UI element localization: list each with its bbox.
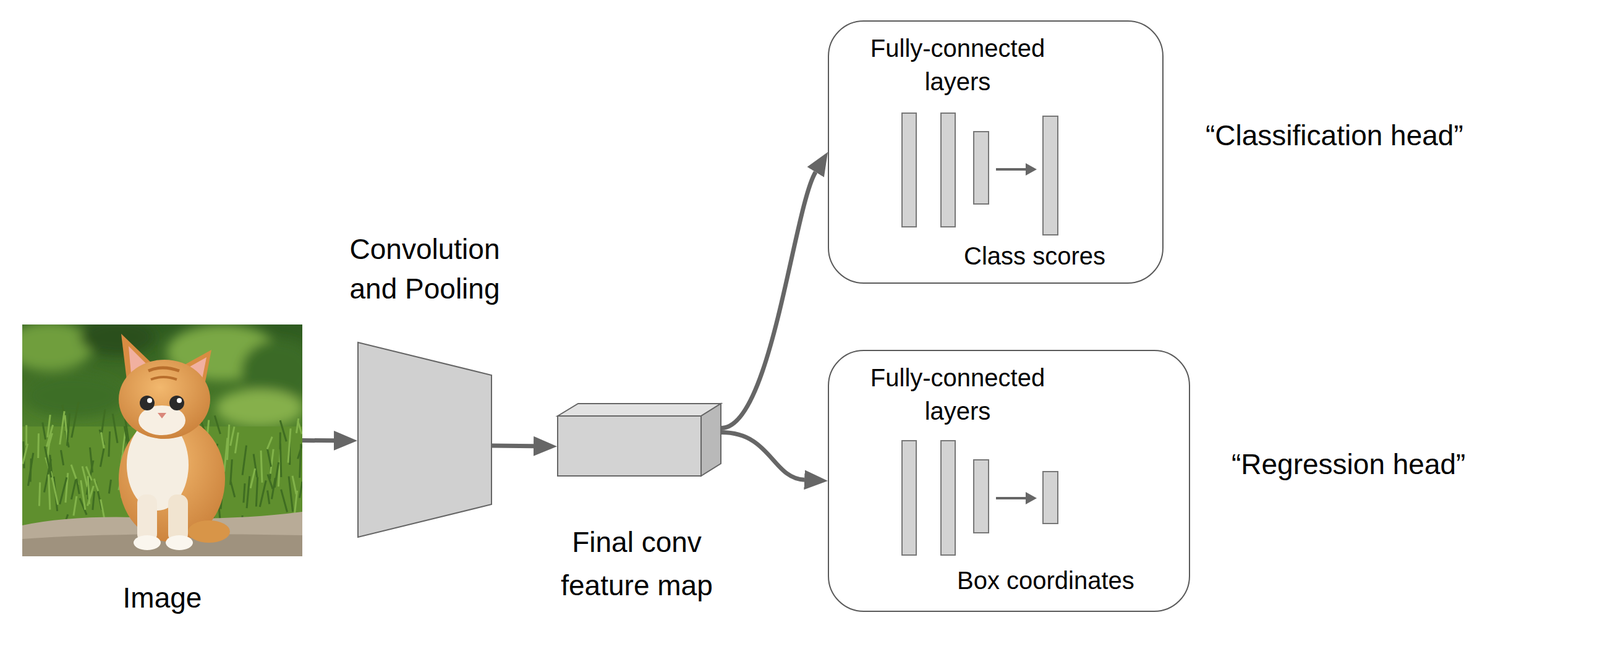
feature-map-block: Final conv feature map (557, 403, 722, 477)
arrow-connector (492, 443, 534, 449)
trapezoid-shape (357, 341, 493, 538)
fc-layer-bar (902, 113, 917, 227)
grass-blade (234, 432, 239, 454)
grass-blade (37, 433, 40, 459)
grass-blade (281, 489, 288, 512)
fc-layer-bar (973, 131, 989, 205)
node-label: Convolution and Pooling (325, 229, 524, 309)
arrow-connector (302, 438, 334, 443)
classification-head-box: Fully-connected layersClass scores (827, 20, 1164, 284)
grass-blade (255, 477, 258, 507)
grass-blade (59, 477, 67, 505)
grass-blade (288, 476, 294, 512)
grass-blade (267, 437, 273, 450)
grass-blade (80, 480, 86, 511)
node-label: Fully-connected layers (846, 31, 1069, 99)
grass-blade (243, 483, 245, 503)
layer-arrow-head (1025, 492, 1037, 505)
grass-blade (297, 445, 303, 459)
grass-blade (46, 425, 53, 447)
node-sublabel: Class scores (963, 239, 1106, 273)
grass-blade (87, 476, 90, 504)
grass-blade (93, 478, 99, 491)
grass-blade (267, 474, 273, 490)
fc-layer-bar (1042, 471, 1058, 524)
kitten-photo (22, 324, 303, 557)
head-label: “Classification head” (1205, 116, 1464, 154)
grass-blade (61, 450, 64, 466)
layer-arrow (995, 168, 1027, 171)
grass-blade (260, 450, 263, 483)
grass-blade (100, 432, 104, 449)
grass-blade (259, 480, 266, 507)
grass-blade (59, 411, 65, 445)
conv-pool-trapezoid: Convolution and Pooling (357, 341, 493, 538)
feature-map-cube (557, 403, 722, 477)
grass-blade (246, 476, 250, 509)
grass-blade (48, 433, 53, 447)
grass-blade (92, 491, 95, 511)
grass-blade (288, 428, 291, 463)
grass-blade (292, 476, 297, 495)
grass-blade (230, 426, 235, 446)
layer-arrow-head (1025, 163, 1037, 176)
grass-blade (299, 481, 303, 498)
grass-blade (28, 453, 34, 486)
node-label: Fully-connected layers (846, 361, 1069, 428)
grass-blade (274, 462, 279, 488)
grass-blade (250, 468, 255, 489)
grass-blade (25, 425, 28, 446)
grass-blade (108, 479, 111, 494)
grass-blade (112, 413, 118, 443)
grass-blade (85, 466, 92, 481)
grass-blade (48, 474, 51, 511)
grass-blade (226, 424, 229, 460)
grass-blade (76, 478, 80, 494)
grass-blade (279, 432, 282, 449)
grass-blade (102, 409, 106, 433)
image-node: Image (22, 324, 303, 557)
node-label: Image (0, 579, 328, 617)
head-label: “Regression head” (1231, 445, 1466, 483)
grass-blade (242, 445, 247, 476)
grass-blade (30, 458, 31, 483)
grass-blade (22, 443, 28, 465)
fc-layer-bar (902, 440, 917, 556)
kitten (118, 333, 230, 551)
layer-arrow (995, 497, 1027, 500)
grass-blade (267, 448, 271, 467)
node-sublabel: Box coordinates (957, 563, 1135, 598)
regression-head-box: Fully-connected layersBox coordinates (827, 349, 1191, 613)
arrow-connector (721, 171, 816, 428)
grass-blade (67, 413, 70, 447)
grass-blade (108, 431, 111, 457)
grass-blade (71, 479, 76, 500)
fc-layer-bar (973, 459, 989, 533)
fc-layer-bar (940, 440, 956, 556)
grass-blade (50, 471, 58, 506)
arrow-connector (721, 432, 805, 481)
grass-blade (73, 496, 77, 517)
node-label: Final conv feature map (537, 520, 736, 608)
grass-blade (296, 418, 298, 434)
fc-layer-bar (940, 113, 956, 227)
grass-blade (71, 401, 79, 438)
grass-blade (38, 482, 40, 506)
fc-layer-bar (1042, 116, 1058, 235)
grass-blade (267, 490, 270, 504)
grass-blade (230, 459, 233, 485)
grass-blade (100, 448, 104, 467)
grass-blade (214, 415, 221, 435)
grass-blade (42, 422, 46, 439)
